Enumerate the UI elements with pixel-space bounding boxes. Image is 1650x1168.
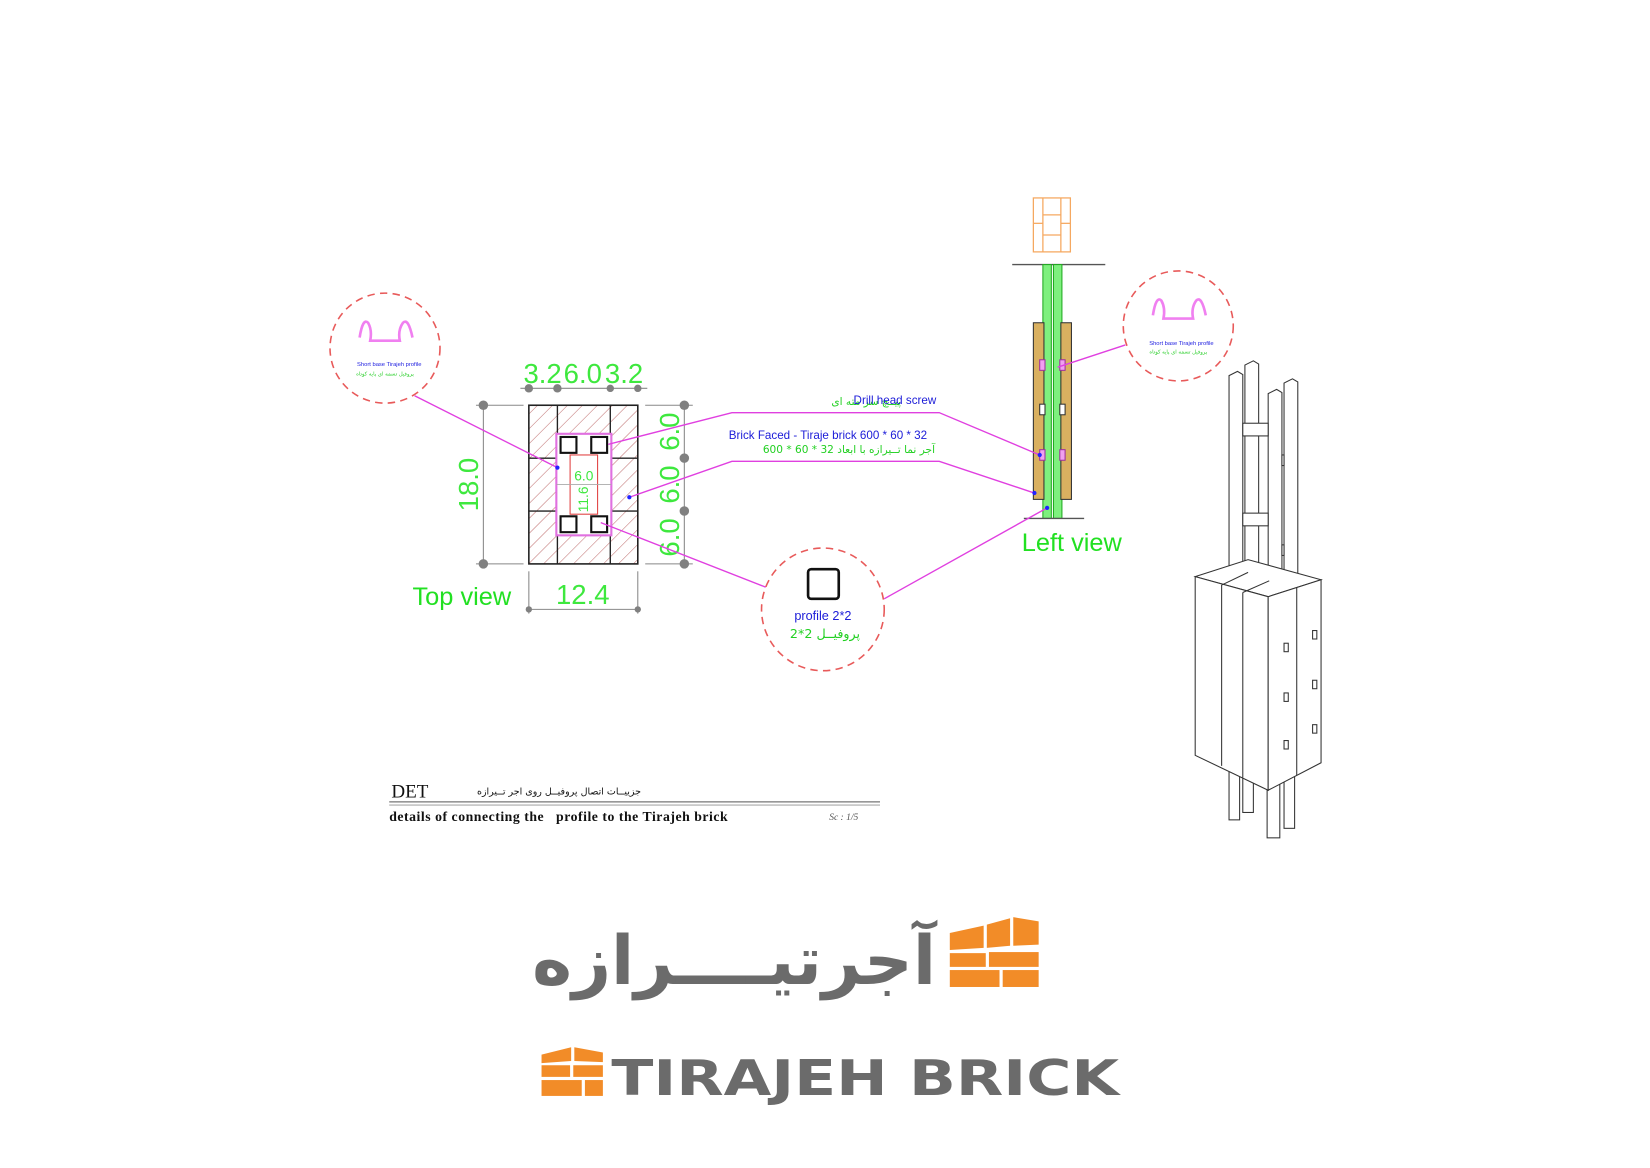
svg-text:Short base Tirajeh profile: Short base Tirajeh profile (357, 362, 421, 368)
detail-profile-2x2: profile 2*2 پروفیــل 2*2 (760, 547, 886, 672)
dim-right-2: 6.0 (654, 465, 685, 503)
svg-text:پروفیل تسمه ای پایه کوتاه: پروفیل تسمه ای پایه کوتاه (356, 372, 414, 378)
brick-logo-icon (949, 917, 1039, 987)
title-en: details of connecting the profile to the… (389, 809, 728, 824)
short-base-profile-icon (358, 320, 414, 343)
left-view-title: Left view (1022, 529, 1123, 557)
dim-top-3: 3.2 (605, 358, 643, 389)
logo-en: TIRAJEH BRICK (611, 1051, 1122, 1107)
screw-label-en: Drill head screw (854, 394, 937, 407)
leader-lines (414, 344, 1126, 600)
svg-text:profile 2*2: profile 2*2 (794, 609, 851, 623)
dim-top-2: 6.0 (564, 358, 602, 389)
svg-text:پروفیل تسمه ای پایه کوتاه: پروفیل تسمه ای پایه کوتاه (1149, 349, 1207, 355)
logo: آجرتیــــرازه TIRAJEH BRICK (532, 917, 1122, 1107)
top-view-title: Top view (413, 583, 512, 611)
profile-square (559, 515, 578, 534)
isometric-view (1193, 360, 1323, 839)
detail-code: DET (391, 782, 428, 803)
detail-short-base-profile: Short base Tirajeh profile پروفیل تسمه ا… (329, 292, 441, 404)
svg-text:Short base Tirajeh profile: Short base Tirajeh profile (1149, 341, 1213, 347)
left-view: Left view (1012, 197, 1123, 557)
brick-logo-icon (541, 1047, 603, 1096)
profile-square (559, 435, 578, 454)
title-fa: جزییــات اتصال پروفیــل روی اجر تــیرازه (477, 786, 641, 797)
screw-label-fa: پیــچ سر مته ای (831, 396, 901, 408)
dim-right-3: 6.0 (654, 518, 685, 556)
brick-label-fa: آجر نما تــیرازه با ابعاد 32 * 60 * 600 (763, 443, 936, 456)
dim-bottom: 12.4 (556, 579, 610, 610)
svg-text:پروفیــل 2*2: پروفیــل 2*2 (790, 626, 861, 642)
inner-height-dim: 11.6 (576, 486, 591, 512)
profile-square (590, 435, 609, 454)
square-profile-icon (806, 567, 841, 601)
profile-square (590, 515, 609, 534)
top-view: 6.0 11.6 3.2 6.0 3.2 18.0 6.0 6.0 6.0 12… (413, 358, 693, 614)
dim-top-1: 3.2 (523, 358, 561, 389)
dim-left: 18.0 (453, 458, 484, 512)
brick-label-en: Brick Faced - Tiraje brick 600 * 60 * 32 (729, 429, 927, 442)
title-block: DET جزییــات اتصال پروفیــل روی اجر تــی… (389, 782, 880, 824)
inner-width-dim: 6.0 (574, 468, 593, 483)
brick-plan-icon (1032, 197, 1072, 253)
scale-label: Sc : 1/5 (829, 813, 858, 823)
detail-short-base-profile-2: Short base Tirajeh profile پروفیل تسمه ا… (1122, 270, 1235, 382)
short-base-profile-icon (1151, 298, 1208, 320)
logo-fa: آجرتیــــرازه (532, 919, 938, 1001)
